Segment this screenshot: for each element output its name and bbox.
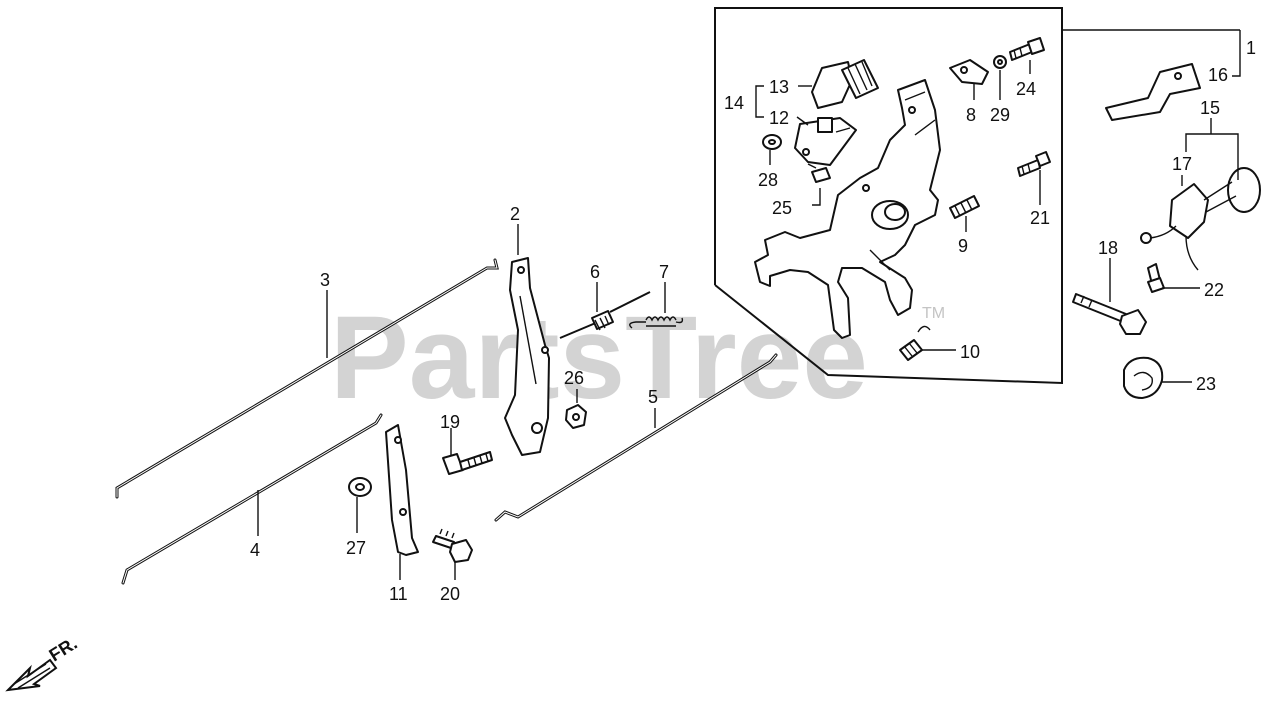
part-label-9[interactable]: 9 xyxy=(958,236,968,256)
assembly-boundary xyxy=(714,7,1063,385)
watermark-trademark: TM xyxy=(922,305,945,322)
screw-21[interactable] xyxy=(1017,151,1051,177)
part-label-22[interactable]: 22 xyxy=(1204,280,1224,300)
part-label-1[interactable]: 1 xyxy=(1246,38,1256,58)
part-label-12[interactable]: 12 xyxy=(769,108,789,128)
lever-11[interactable] xyxy=(385,424,419,556)
nut-26[interactable] xyxy=(565,404,587,429)
leader-12 xyxy=(796,116,809,126)
control-bracket[interactable] xyxy=(754,79,941,339)
bolt-20[interactable] xyxy=(432,528,473,563)
part-label-20[interactable]: 20 xyxy=(440,584,460,604)
part-label-11[interactable]: 11 xyxy=(389,584,408,604)
rod-3[interactable] xyxy=(115,258,499,499)
plate-16[interactable] xyxy=(1105,63,1201,121)
screw-19[interactable] xyxy=(442,451,493,475)
screw-24[interactable] xyxy=(1009,37,1045,61)
wire-harness-15[interactable] xyxy=(1140,167,1261,271)
part-label-21[interactable]: 21 xyxy=(1030,208,1050,228)
part-label-24[interactable]: 24 xyxy=(1016,79,1036,99)
switch-12[interactable] xyxy=(794,117,857,166)
washer-29[interactable] xyxy=(993,55,1007,69)
leader-25 xyxy=(812,188,821,206)
part-label-3[interactable]: 3 xyxy=(320,270,330,290)
part-label-18[interactable]: 18 xyxy=(1098,238,1118,258)
bolt-18[interactable] xyxy=(1072,293,1147,335)
washer-28[interactable] xyxy=(762,134,782,150)
part-label-2[interactable]: 2 xyxy=(510,204,520,224)
coil-spring[interactable] xyxy=(841,59,879,99)
lever-2[interactable] xyxy=(504,257,550,456)
part-label-28[interactable]: 28 xyxy=(758,170,778,190)
part-label-16[interactable]: 16 xyxy=(1208,65,1228,85)
screw-22[interactable] xyxy=(1147,263,1165,293)
screw-25[interactable] xyxy=(807,163,831,183)
bracket-15 xyxy=(1185,133,1239,180)
spring-10[interactable] xyxy=(899,325,931,361)
bracket-14 xyxy=(755,85,764,118)
washer-27[interactable] xyxy=(348,477,372,497)
part-label-4[interactable]: 4 xyxy=(250,540,260,560)
part-label-23[interactable]: 23 xyxy=(1196,374,1216,394)
plate-8[interactable] xyxy=(949,59,989,85)
bracket-13[interactable] xyxy=(811,61,853,109)
part-label-14[interactable]: 14 xyxy=(724,93,744,113)
clamp-23[interactable] xyxy=(1123,356,1164,399)
part-label-7[interactable]: 7 xyxy=(659,262,669,282)
part-label-25[interactable]: 25 xyxy=(772,198,792,218)
part-label-5[interactable]: 5 xyxy=(648,387,658,407)
rod-5[interactable] xyxy=(494,353,778,522)
part-label-19[interactable]: 19 xyxy=(440,412,460,432)
part-label-13[interactable]: 13 xyxy=(769,77,789,97)
front-arrow-icon xyxy=(5,658,58,692)
part-label-27[interactable]: 27 xyxy=(346,538,366,558)
part-label-29[interactable]: 29 xyxy=(990,105,1010,125)
rod-4[interactable] xyxy=(121,413,383,585)
part-label-10[interactable]: 10 xyxy=(960,342,980,362)
spring-7[interactable] xyxy=(629,316,684,329)
part-label-15[interactable]: 15 xyxy=(1200,98,1220,118)
part-label-26[interactable]: 26 xyxy=(564,368,584,388)
spring-6[interactable] xyxy=(559,291,651,339)
part-label-6[interactable]: 6 xyxy=(590,262,600,282)
spring-9[interactable] xyxy=(949,195,980,219)
part-label-17[interactable]: 17 xyxy=(1172,154,1192,174)
part-label-8[interactable]: 8 xyxy=(966,105,976,125)
bracket-1-16 xyxy=(1232,30,1241,77)
